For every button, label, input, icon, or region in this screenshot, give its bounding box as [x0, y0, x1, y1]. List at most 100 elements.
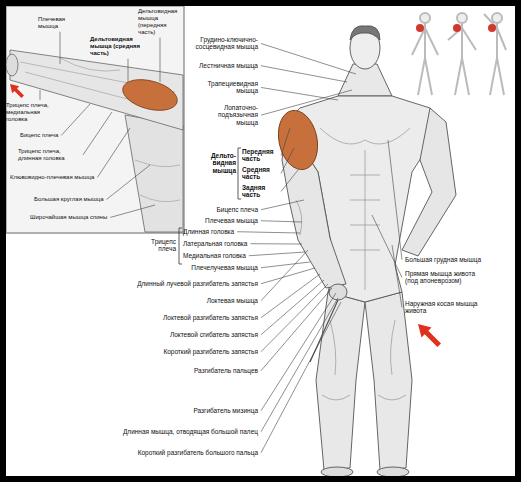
mini-shoulder — [416, 24, 424, 32]
leg — [365, 292, 412, 470]
muscle-label: Трапециевидная мышца — [186, 80, 258, 95]
muscle-label: Клювовидно-плечевая мышца — [10, 174, 94, 181]
leader-line — [110, 205, 155, 217]
mini-figures — [412, 13, 506, 95]
leader-line — [128, 59, 129, 82]
muscle-label: Лопаточно-подъязычная мышца — [196, 104, 258, 126]
leader-line — [237, 232, 300, 233]
mini-shoulder — [453, 24, 461, 32]
muscle-label: Разгибатель мизинца — [193, 407, 258, 414]
leader-line — [281, 170, 298, 191]
leader-line — [83, 112, 112, 155]
pectoral-line — [320, 128, 410, 144]
inset-panel — [6, 6, 184, 233]
muscle-label: Разгибатель пальцев — [194, 367, 258, 374]
red-arrow — [10, 84, 24, 98]
leader-line — [372, 215, 402, 277]
leader-line — [261, 200, 304, 210]
mini-body — [448, 23, 476, 95]
hand — [329, 284, 347, 300]
muscle-label: Бицепс плеча — [217, 206, 258, 213]
arm — [402, 108, 456, 256]
mini-body — [412, 23, 438, 95]
leader-line — [261, 274, 320, 318]
muscle-label: Плечелучевая мышца — [191, 264, 258, 271]
mini-head — [492, 13, 502, 23]
leader-line — [40, 90, 41, 100]
leader-line — [107, 165, 150, 199]
deltoid — [273, 107, 323, 174]
leader-line — [281, 148, 294, 173]
muscle-label: Прямая мышца живота (под апоневрозом) — [405, 270, 483, 285]
muscle-label: Средняя часть — [242, 166, 278, 181]
leader-line — [281, 128, 290, 155]
bracket — [179, 228, 182, 264]
leader-line — [160, 38, 161, 82]
muscle-label: Короткий разгибатель большого пальца — [138, 449, 258, 456]
leader-line — [392, 245, 402, 307]
bracket — [238, 148, 241, 199]
leader-line — [250, 243, 302, 244]
muscle-label: Медиальная головка — [183, 252, 246, 259]
muscle-label: Лестничная мышца — [199, 62, 258, 69]
mini-shoulder — [488, 24, 496, 32]
leader-line — [261, 293, 336, 411]
muscle-label: Грудино-ключично-сосцевидная мышца — [186, 36, 258, 51]
red-arrow — [418, 324, 441, 347]
inset-back-lines — [135, 160, 180, 202]
muscle-label: Длинная головка — [183, 228, 234, 235]
leader-line — [261, 66, 347, 82]
leader-line — [261, 221, 302, 222]
muscle-label: Наружная косая мышца живота — [405, 300, 483, 315]
mini-body — [484, 14, 506, 95]
muscle-label: Задняя часть — [242, 184, 278, 199]
muscle-label: Длинная мышца, отводящая большой палец — [123, 428, 258, 435]
muscle-label: Большая круглая мышца — [34, 196, 104, 203]
muscle-label: Трицепс плеча, медиальная головка — [6, 102, 60, 123]
group-label: Дельто-видная мышца — [202, 152, 236, 174]
hair — [350, 26, 380, 40]
muscle-label: Локтевая мышца — [207, 297, 258, 304]
frame — [3, 3, 518, 479]
figure — [273, 26, 456, 477]
leader-line — [261, 302, 341, 453]
mini-head — [457, 13, 467, 23]
muscle-label: Короткий разгибатель запястья — [163, 348, 258, 355]
leader-line — [261, 288, 332, 371]
muscle-label: Плечевая мышца — [205, 217, 258, 224]
muscle-label: Дельтовидная мышца (средняя часть) — [90, 36, 146, 57]
group-label: Трицепс плеча — [144, 238, 176, 253]
inset-torso — [125, 115, 183, 232]
muscle-label: Трицепс плеча, длинная головка — [18, 148, 80, 162]
mini-head — [420, 13, 430, 23]
leader-line — [60, 32, 61, 64]
leader-line — [261, 90, 352, 115]
muscle-label: Бицепс плеча — [20, 132, 58, 139]
muscle-label: Большая грудная мышца — [405, 256, 481, 263]
leader-line — [249, 252, 305, 256]
inset-hand — [6, 54, 18, 76]
muscle-label: Плечевая мышца — [38, 16, 80, 30]
leg — [316, 292, 365, 470]
leader-line — [261, 87, 338, 100]
leader-line — [97, 128, 130, 177]
muscle-label: Передняя часть — [242, 148, 278, 163]
inset-arm — [10, 50, 183, 130]
muscle-label: Латеральная головка — [183, 240, 247, 247]
leader-line — [261, 262, 310, 268]
leader-line — [261, 43, 356, 74]
leader-line — [261, 298, 338, 432]
leader-line — [61, 104, 90, 135]
muscle-label: Дельтовидная мышца (передняя часть) — [138, 8, 180, 36]
muscle-lines — [296, 128, 410, 400]
inset-deltoid — [119, 74, 180, 116]
leader-line — [261, 268, 315, 284]
leader-line — [261, 284, 328, 352]
abs-lines — [350, 150, 380, 290]
leader-line — [261, 250, 308, 301]
muscle-label: Длинный лучевой разгибатель запястья — [137, 280, 258, 287]
